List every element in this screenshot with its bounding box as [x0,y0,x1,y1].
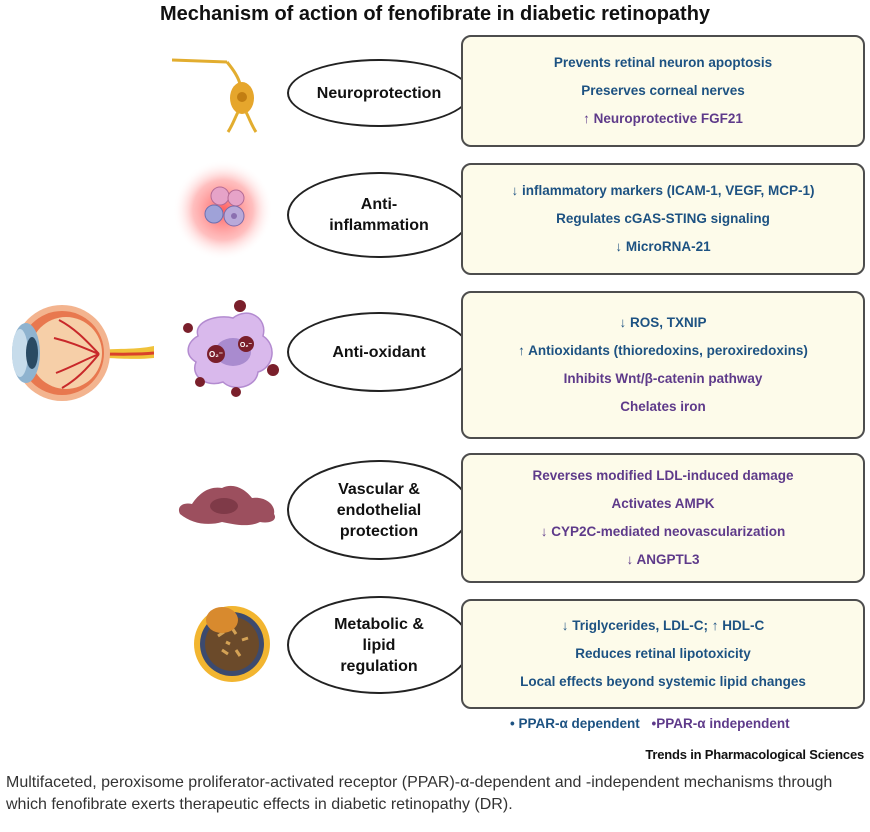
effects-box: Prevents retinal neuron apoptosis Preser… [461,35,865,147]
effect-line: Chelates iron [620,399,706,414]
journal-name: Trends in Pharmacological Sciences [645,747,864,762]
superoxide-label: O₂⁻ [240,342,253,349]
effects-box: ↓ ROS, TXNIP ↑ Antioxidants (thioredoxin… [461,291,865,439]
effect-line: ↓ ANGPTL3 [626,552,700,567]
effect-line: Activates AMPK [611,496,715,511]
mechanism-label-text: Vascular & endothelial protection [336,480,422,540]
endothelial-cell-icon [178,485,276,526]
effect-line: ↓ MicroRNA-21 [615,239,711,254]
effect-line: ↓ ROS, TXNIP [619,315,707,330]
mechanism-label: Neuroprotection [287,59,471,127]
mechanism-label-text: Metabolic & lipid regulation [334,615,424,675]
inflamed-cells-icon [173,160,273,260]
effect-line: ↓ inflammatory markers (ICAM-1, VEGF, MC… [511,183,815,198]
effect-line: Local effects beyond systemic lipid chan… [520,674,806,689]
effects-box: ↓ Triglycerides, LDL-C; ↑ HDL-C Reduces … [461,599,865,709]
effect-line: Regulates cGAS-STING signaling [556,211,770,226]
mechanism-label: Anti-oxidant [287,312,471,392]
mechanism-label: Vascular & endothelial protection [287,460,471,560]
effect-line: Inhibits Wnt/β-catenin pathway [563,371,763,386]
legend: • PPAR-α dependent •PPAR-α independent [510,716,798,731]
effect-line: Prevents retinal neuron apoptosis [553,55,773,70]
effect-line: ↓ CYP2C-mediated neovascularization [540,524,786,539]
effect-line: ↓ Triglycerides, LDL-C; ↑ HDL-C [561,618,765,633]
mechanism-label-text: Anti-oxidant [332,343,426,361]
mechanism-label-text: Neuroprotection [316,84,442,102]
eye-icon [12,305,154,401]
lipoprotein-icon [194,606,270,682]
oxidative-stress-cell-icon: O₂⁻ O₂⁻ [183,300,279,397]
legend-independent: •PPAR-α independent [651,716,790,731]
effects-box: Reverses modified LDL-induced damage Act… [461,453,865,583]
neuron-icon [172,58,258,133]
superoxide-label: O₂⁻ [209,350,223,359]
effect-line: Reduces retinal lipotoxicity [575,646,751,661]
figure-title: Mechanism of action of fenofibrate in di… [159,3,711,25]
effect-line: ↑ Neuroprotective FGF21 [583,111,743,126]
effect-line: ↑ Antioxidants (thioredoxins, peroxiredo… [518,343,808,358]
mechanism-label: Metabolic & lipid regulation [287,596,471,694]
effect-line: Reverses modified LDL-induced damage [532,468,794,483]
legend-dependent: • PPAR-α dependent [510,716,640,731]
effect-line: Preserves corneal nerves [581,83,745,98]
mechanism-label: Anti- inflammation [287,172,471,258]
mechanism-label-text: Anti- inflammation [329,196,429,234]
figure-caption: Multifaceted, peroxisome proliferator-ac… [6,774,833,813]
effects-box: ↓ inflammatory markers (ICAM-1, VEGF, MC… [461,163,865,275]
